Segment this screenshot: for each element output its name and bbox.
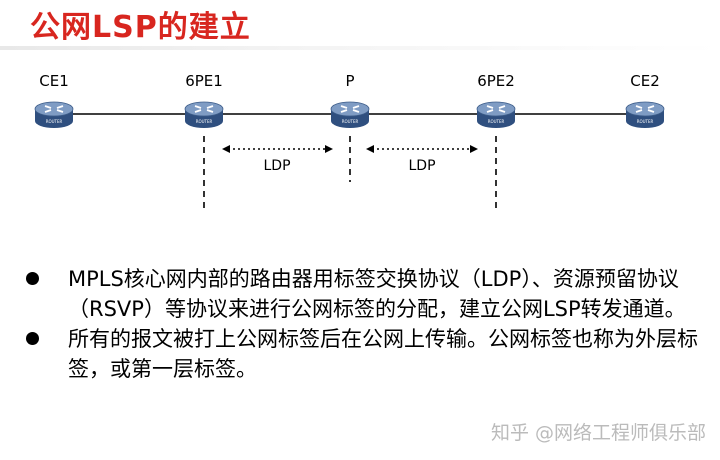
page-title: 公网LSP的建立 [30, 10, 251, 45]
bullet-text: MPLS核心网内部的路由器用标签交换协议（LDP）、资源预留协议（RSVP）等协… [68, 267, 686, 321]
bullet-dot-icon [26, 332, 39, 345]
bullet-text: 所有的报文被打上公网标签后在公网上传输。公网标签也称为外层标签，或第一层标签。 [68, 327, 698, 381]
router-icon: ROUTER [476, 101, 516, 128]
ldp-label-right: LDP [408, 158, 436, 174]
bullet-item: MPLS核心网内部的路由器用标签交换协议（LDP）、资源预留协议（RSVP）等协… [26, 264, 716, 324]
node-label-6pe2: 6PE2 [477, 72, 515, 90]
ldp-label-left: LDP [263, 158, 291, 174]
bullet-item: 所有的报文被打上公网标签后在公网上传输。公网标签也称为外层标签，或第一层标签。 [26, 324, 716, 384]
router-text: ROUTER [637, 119, 654, 124]
router-icon: ROUTER [184, 101, 224, 128]
router-text: ROUTER [342, 119, 359, 124]
router-text: ROUTER [196, 119, 213, 124]
node-label-p: P [345, 72, 355, 90]
ldp-arrow-right [366, 145, 478, 153]
node-label-ce1: CE1 [39, 72, 69, 90]
title-divider [0, 46, 720, 50]
router-icon: ROUTER [330, 101, 370, 128]
node-label-6pe1: 6PE1 [185, 72, 223, 90]
router-text: ROUTER [46, 119, 63, 124]
router-icon: ROUTER [625, 101, 665, 128]
watermark: 知乎 @网络工程师俱乐部 [490, 422, 706, 444]
bullet-list: MPLS核心网内部的路由器用标签交换协议（LDP）、资源预留协议（RSVP）等协… [26, 264, 716, 384]
node-label-ce2: CE2 [630, 72, 660, 90]
ldp-arrow-left [222, 145, 333, 153]
bullet-dot-icon [26, 272, 39, 285]
router-icon: ROUTER [34, 101, 74, 128]
router-text: ROUTER [488, 119, 505, 124]
